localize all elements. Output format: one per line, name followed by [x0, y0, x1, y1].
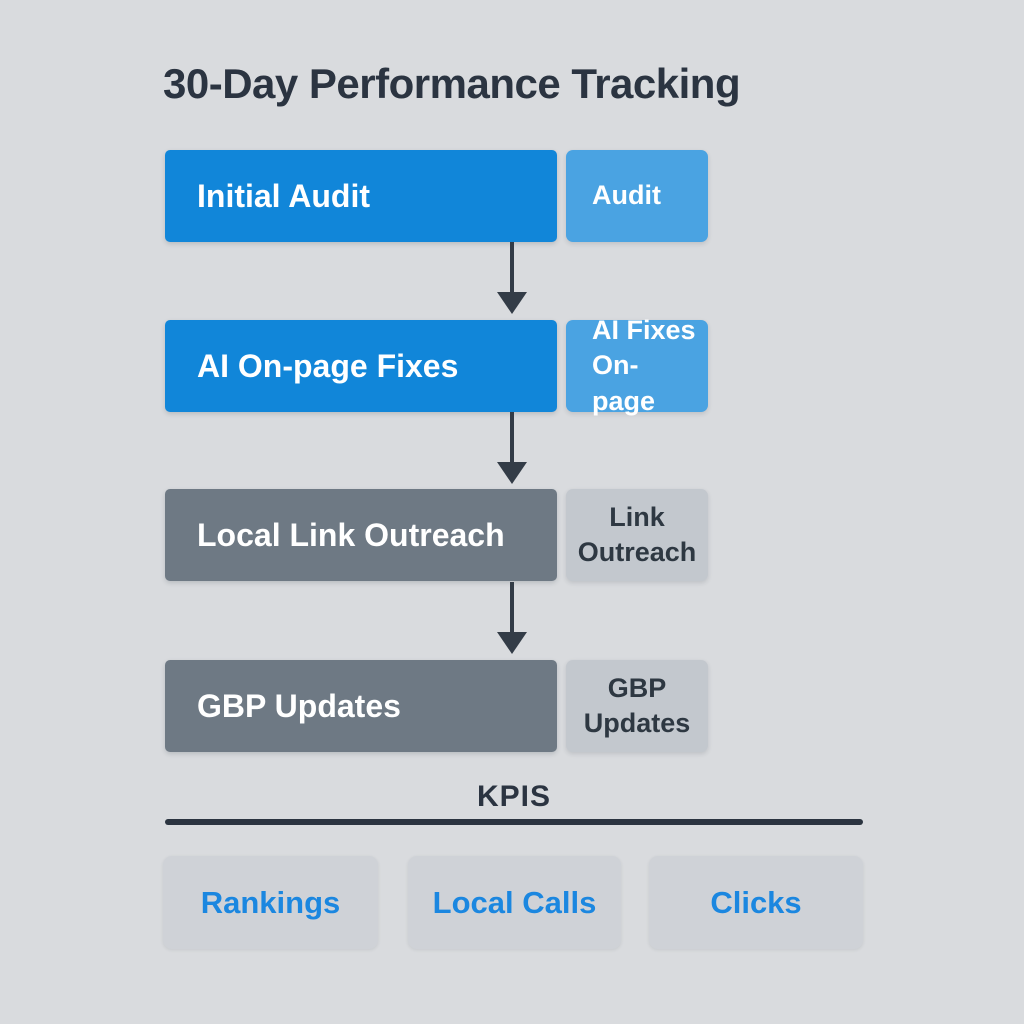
- flow-step-label: Local Link Outreach: [197, 516, 505, 553]
- kpi-label: Local Calls: [432, 884, 597, 920]
- flow-side-label-line: Audit: [592, 180, 661, 211]
- flow-step-initial-audit: Initial Audit: [165, 150, 557, 242]
- flow-side-label-line: On-page: [592, 350, 656, 416]
- flow-side-label-line: Outreach: [577, 537, 697, 567]
- kpis-divider-line: [165, 819, 863, 825]
- arrow-head: [497, 462, 527, 484]
- arrow-shaft: [510, 582, 514, 634]
- flow-side-label-line: Link: [609, 501, 665, 532]
- flow-side-link-outreach: Link Outreach: [566, 489, 708, 581]
- flow-side-ai-fixes-on-page: AI Fixes On-page: [566, 315, 708, 416]
- flow-side-audit: Audit: [566, 150, 708, 242]
- arrow-down-icon: [497, 242, 527, 314]
- flow-side-gbp-updates: GBP Updates: [566, 660, 708, 752]
- kpi-box-rankings: Rankings: [163, 856, 378, 949]
- arrow-shaft: [510, 412, 514, 464]
- arrow-head: [497, 292, 527, 314]
- kpi-box-local-calls: Local Calls: [408, 856, 621, 949]
- kpi-label: Rankings: [200, 884, 341, 920]
- kpis-heading: KPIS: [476, 780, 552, 813]
- flow-step-ai-on-page-fixes: AI On-page Fixes: [165, 320, 557, 412]
- flow-step-local-link-outreach: Local Link Outreach: [165, 489, 557, 581]
- flow-step-label: Initial Audit: [197, 177, 371, 214]
- kpi-box-clicks: Clicks: [649, 856, 863, 949]
- flow-step-gbp-updates: GBP Updates: [165, 660, 557, 752]
- flow-step-label: AI On-page Fixes: [197, 347, 459, 384]
- arrow-down-icon: [497, 412, 527, 484]
- kpi-label: Clicks: [710, 884, 802, 920]
- flow-step-label: GBP Updates: [197, 687, 401, 724]
- arrow-down-icon: [497, 582, 527, 654]
- flow-side-label-line: GBP: [607, 672, 667, 703]
- arrow-head: [497, 632, 527, 654]
- page-title: 30-Day Performance Tracking: [163, 60, 741, 107]
- arrow-shaft: [510, 242, 514, 294]
- flow-side-label-line: AI Fixes: [592, 315, 696, 346]
- flow-side-label-line: Updates: [583, 708, 691, 738]
